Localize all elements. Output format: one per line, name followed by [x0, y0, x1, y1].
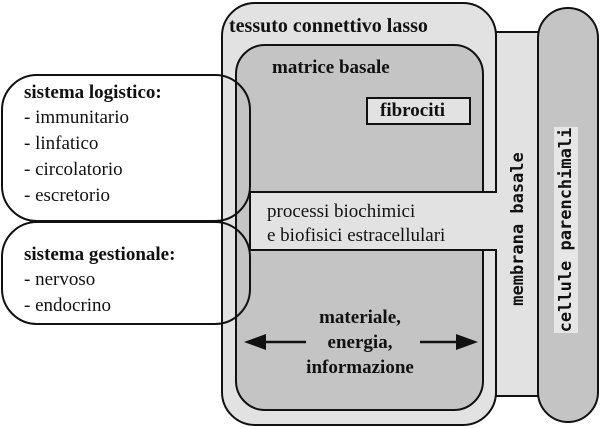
management-system-title: sistema gestionale:	[24, 244, 176, 265]
management-item: - endocrino	[24, 295, 112, 316]
logistic-item: - escretorio	[24, 185, 110, 206]
logistic-item: - linfatico	[24, 133, 99, 154]
logistic-item: - circolatorio	[24, 159, 123, 180]
flow-line-1: materiale,	[319, 307, 401, 328]
flow-line-2: energia,	[327, 332, 393, 353]
basal-matrix-label: matrice basale	[272, 57, 390, 78]
management-item: - nervoso	[24, 269, 96, 290]
basal-membrane-label: membrana basale	[508, 152, 528, 306]
logistic-system-title: sistema logistico:	[24, 82, 162, 103]
flow-label: materiale, energia, informazione	[270, 305, 450, 380]
process-band: processi biochimici e biofisici estracel…	[249, 191, 497, 251]
process-line-2: e biofisici estracellulari	[267, 225, 446, 246]
fibrocytes-box: fibrociti	[366, 97, 471, 125]
logistic-item: - immunitario	[24, 107, 130, 128]
flow-line-3: informazione	[306, 357, 414, 378]
connective-tissue-label: tessuto connettivo lasso	[229, 15, 428, 37]
logistic-system-box: sistema logistico: - immunitario - linfa…	[1, 74, 251, 222]
parenchymal-cells-label: cellule parenchimali	[554, 127, 578, 333]
management-system-box: sistema gestionale: - nervoso - endocrin…	[1, 221, 251, 325]
process-line-1: processi biochimici	[267, 201, 416, 222]
